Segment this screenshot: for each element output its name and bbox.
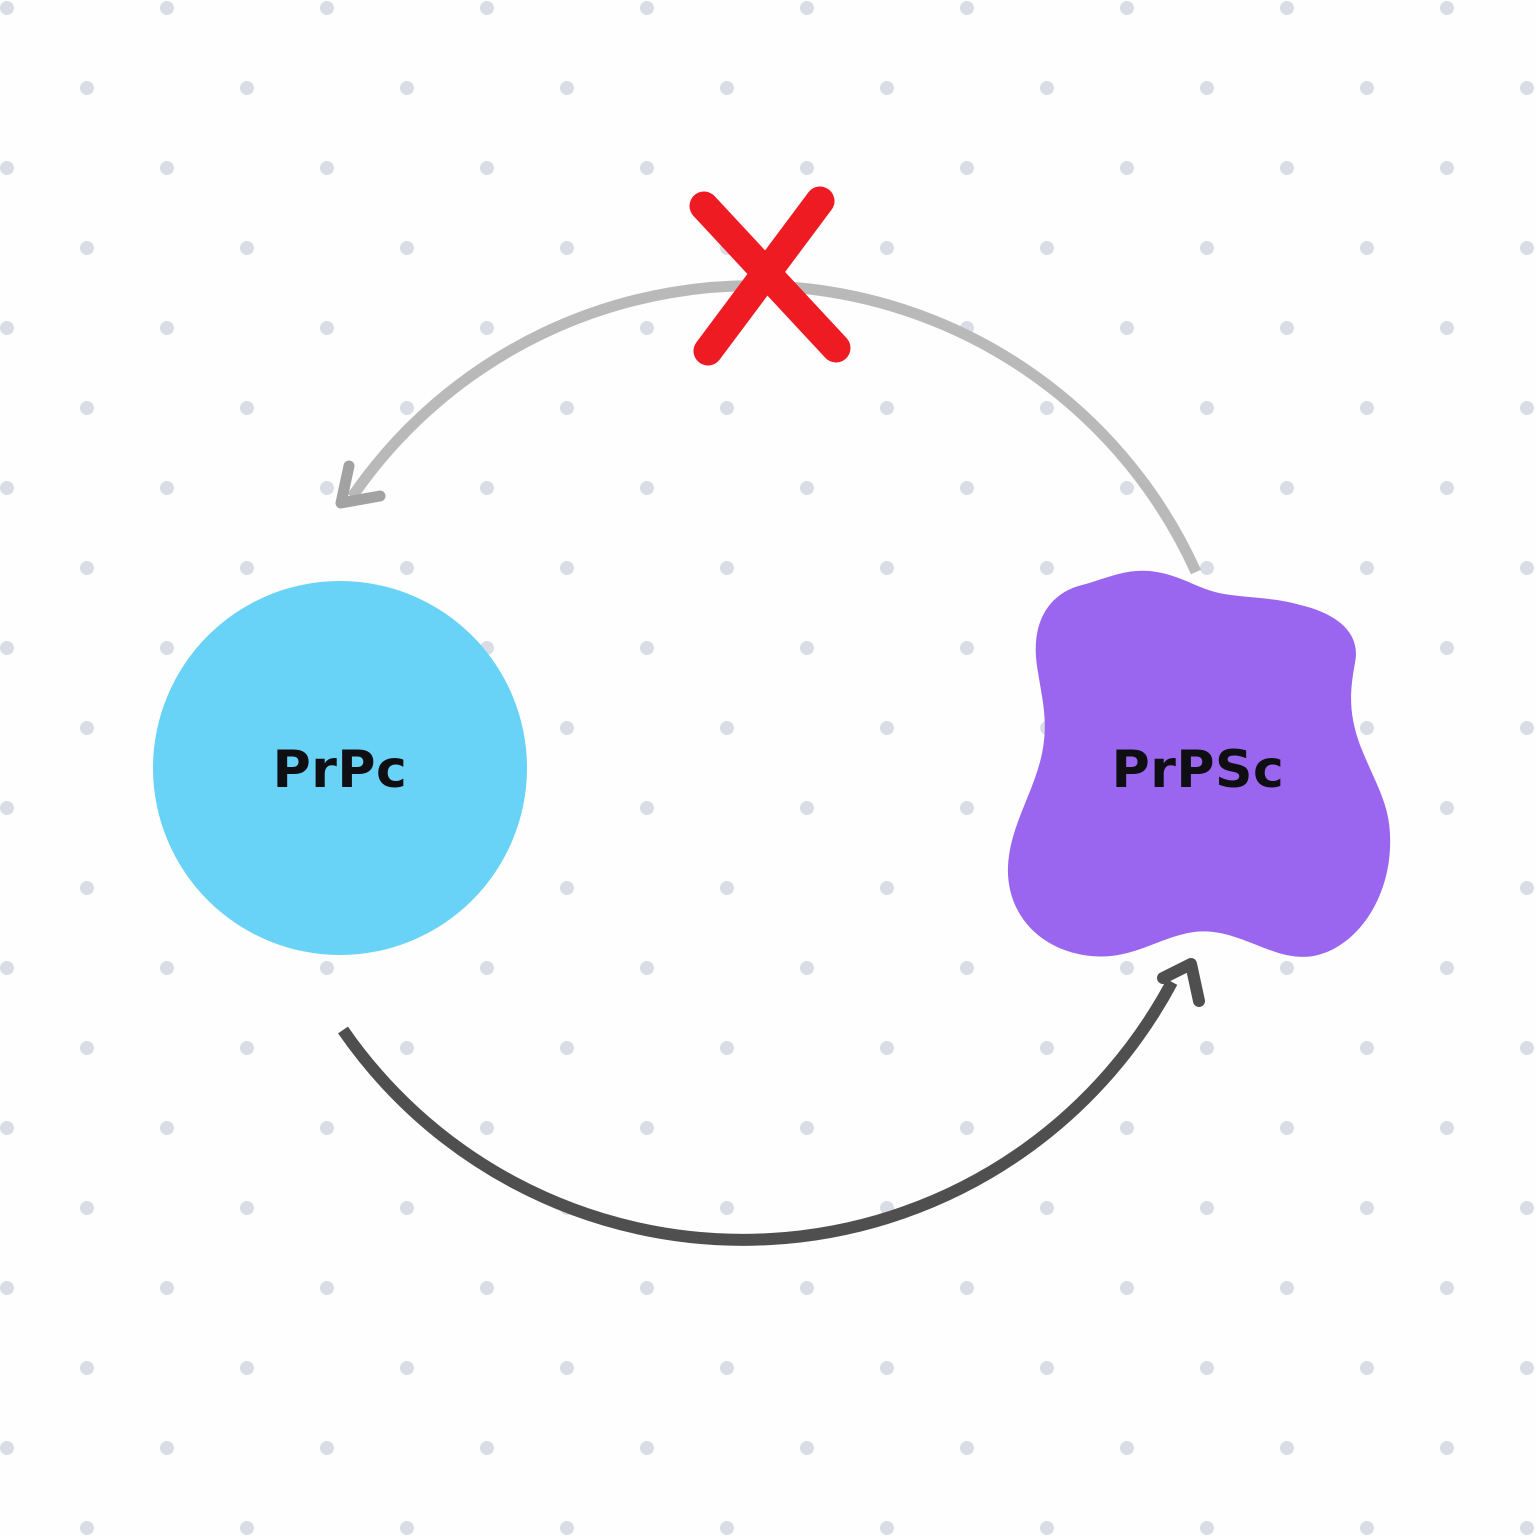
forward-conversion-arrow	[338, 958, 1205, 1246]
forward-arrowhead-icon	[1157, 958, 1205, 1007]
prpc-label: PrPc	[273, 740, 408, 800]
prpsc-label: PrPSc	[1112, 740, 1285, 800]
x-stroke-slash	[693, 186, 835, 366]
reverse-arrowhead-icon	[335, 460, 386, 509]
prpsc-blob-shape	[1007, 570, 1391, 957]
forward-arrow-arc	[338, 979, 1178, 1246]
reverse-conversion-arrow	[335, 280, 1202, 575]
prpc-circle-shape	[153, 581, 527, 955]
reverse-arrow-arc	[347, 280, 1202, 575]
prpsc-node: PrPSc	[1007, 570, 1391, 957]
prpc-node: PrPc	[153, 581, 527, 955]
blocked-x-icon	[689, 186, 851, 366]
